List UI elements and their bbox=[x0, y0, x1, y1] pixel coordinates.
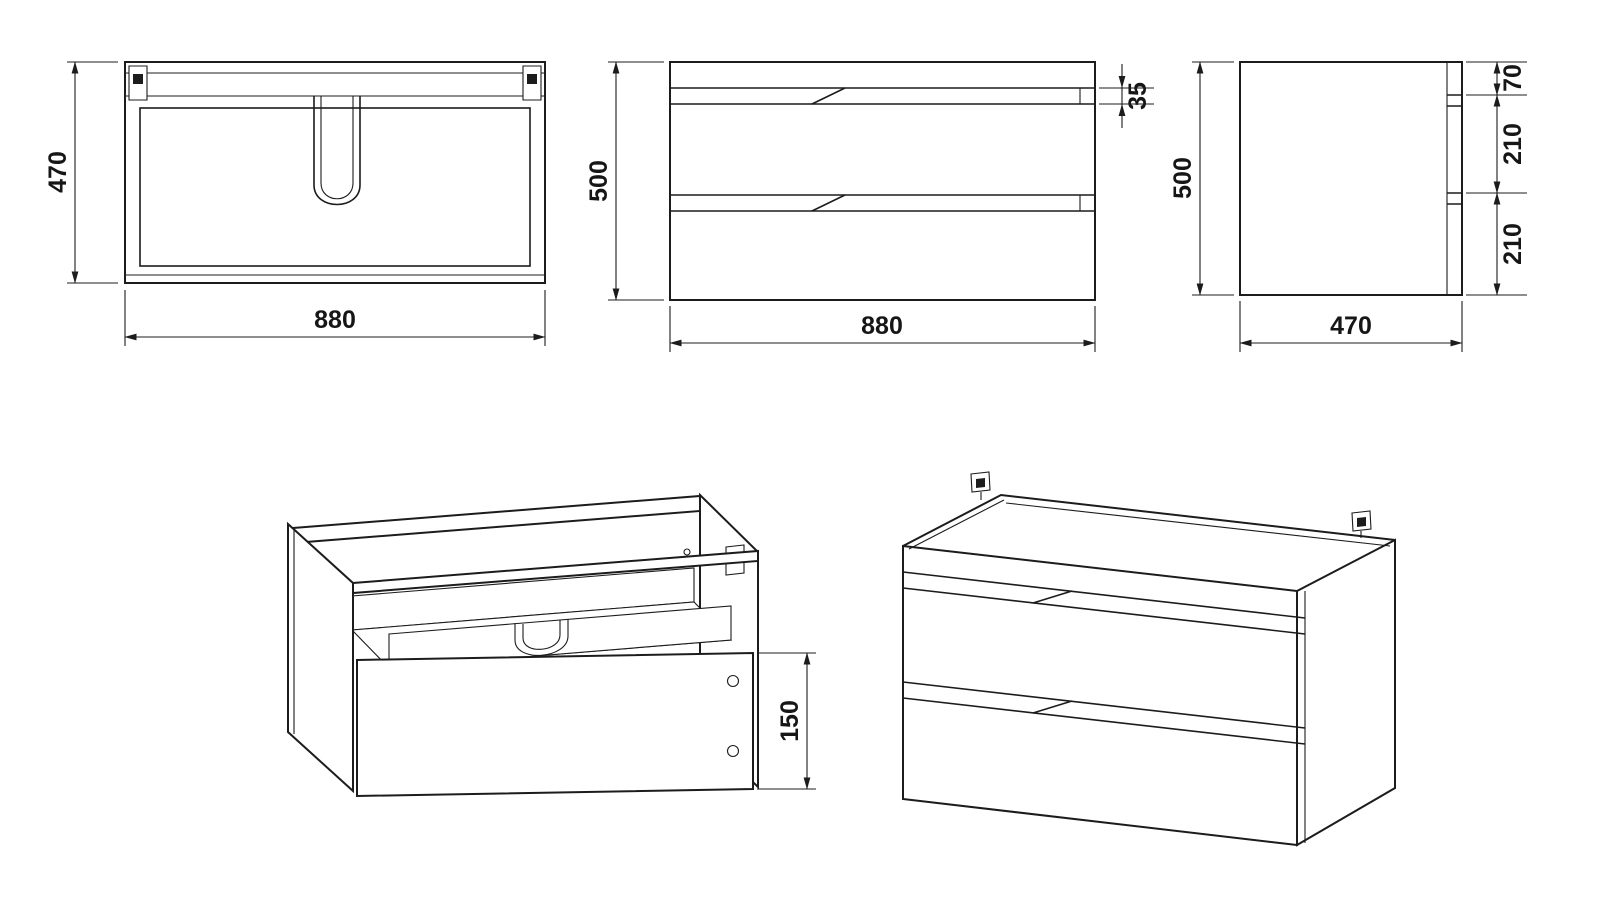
front-view-outline bbox=[669, 61, 1096, 301]
drawer-u-cutout-inner bbox=[522, 620, 561, 650]
dim-front-view-width: 880 bbox=[669, 306, 1096, 352]
top-back-edges bbox=[902, 493, 1396, 547]
dimension-label-depth: 470 bbox=[44, 151, 72, 193]
wall-bracket-right-slot bbox=[1357, 517, 1366, 527]
drawer-front-panel-base bbox=[357, 653, 753, 796]
dimension-label-width: 880 bbox=[314, 306, 356, 334]
dim-side-view-segments: 70 210 210 bbox=[1466, 61, 1527, 296]
dim-top-view-width: 880 bbox=[124, 290, 546, 346]
dimension-label-front-panel-height: 150 bbox=[776, 700, 804, 742]
siphon-cutout-outer bbox=[313, 96, 361, 206]
iso-assembled-view bbox=[902, 471, 1396, 847]
side-view: 500 470 70 210 210 bbox=[1169, 61, 1527, 352]
screw-hole-lower bbox=[726, 744, 740, 758]
drawer-u-cutout-outer bbox=[514, 619, 569, 656]
dimension-label-depth: 470 bbox=[1330, 312, 1372, 340]
extension-lines bbox=[1099, 87, 1154, 105]
top-view-bracket-slots bbox=[133, 74, 537, 84]
dim-side-view-depth: 470 bbox=[1239, 301, 1463, 352]
dimension-label-groove: 35 bbox=[1124, 82, 1152, 110]
shelf-pin-hole bbox=[683, 548, 691, 556]
screw-hole-upper bbox=[726, 674, 740, 688]
top-view: 470 880 bbox=[44, 61, 546, 346]
dimension-label-height: 500 bbox=[1169, 157, 1197, 199]
back-top-rail bbox=[292, 494, 701, 545]
top-view-outline bbox=[124, 61, 546, 284]
right-side-panel bbox=[1296, 538, 1396, 847]
dimension-label-s2: 210 bbox=[1499, 123, 1527, 165]
dimension-label-width: 880 bbox=[861, 312, 903, 340]
dimension-label-height: 500 bbox=[585, 160, 613, 202]
iso-open-view: 150 bbox=[287, 492, 816, 798]
top-view-back-rail-lines bbox=[125, 72, 545, 97]
front-top-rail bbox=[352, 549, 759, 595]
front-face bbox=[902, 544, 1298, 847]
side-view-outline bbox=[1239, 61, 1463, 296]
dim-iso-front-panel-height: 150 bbox=[757, 652, 816, 790]
drawer-gap-ticks bbox=[1447, 94, 1462, 205]
top-view-opening bbox=[139, 107, 531, 267]
dimension-label-s3: 210 bbox=[1499, 223, 1527, 265]
drawer-gap-lines bbox=[902, 571, 1306, 745]
wall-bracket-left-slot bbox=[976, 478, 985, 488]
extension-lines bbox=[1192, 61, 1234, 296]
siphon-cutout-inner bbox=[320, 96, 354, 200]
dimension-label-s1: 70 bbox=[1499, 64, 1527, 92]
front-view: 500 880 35 bbox=[585, 61, 1154, 352]
dim-side-view-height: 500 bbox=[1169, 61, 1234, 296]
drawer-gap-lines bbox=[670, 87, 1095, 212]
inner-top-edges bbox=[908, 499, 1391, 550]
left-side-panel bbox=[287, 521, 354, 794]
handle-groove-diagonals bbox=[1032, 590, 1073, 714]
handle-groove-diagonals bbox=[811, 87, 846, 212]
dim-front-view-height: 500 bbox=[585, 61, 664, 301]
dim-front-view-groove: 35 bbox=[1099, 64, 1154, 128]
drawer-front-panel-hatched bbox=[356, 651, 754, 798]
dim-top-view-depth: 470 bbox=[44, 61, 118, 284]
top-view-wall-brackets bbox=[128, 65, 542, 101]
